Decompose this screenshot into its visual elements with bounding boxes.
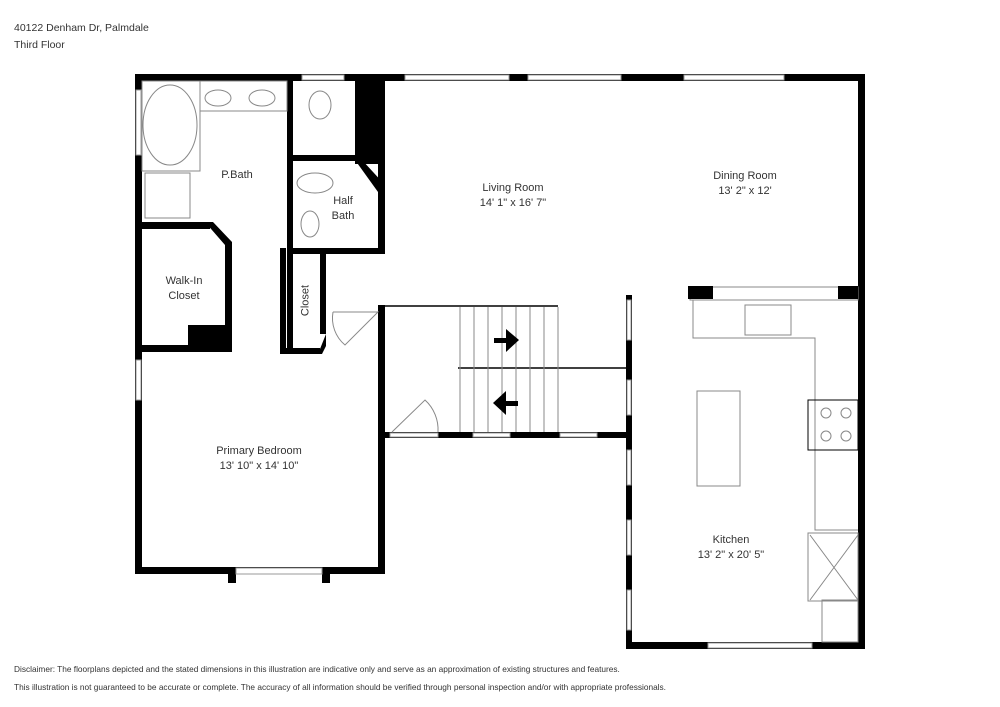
address-title: 40122 Denham Dr, Palmdale xyxy=(14,22,149,34)
disclaimer-line-2: This illustration is not guaranteed to b… xyxy=(14,682,666,692)
stairs-up-arrow-icon xyxy=(494,329,519,352)
floor-label: Third Floor xyxy=(14,39,65,51)
room-pbath: P.Bath xyxy=(221,169,253,181)
room-closet: Closet xyxy=(299,284,312,317)
disclaimer-line-1: Disclaimer: The floorplans depicted and … xyxy=(14,664,620,674)
stairs-down-arrow-icon xyxy=(493,391,518,415)
